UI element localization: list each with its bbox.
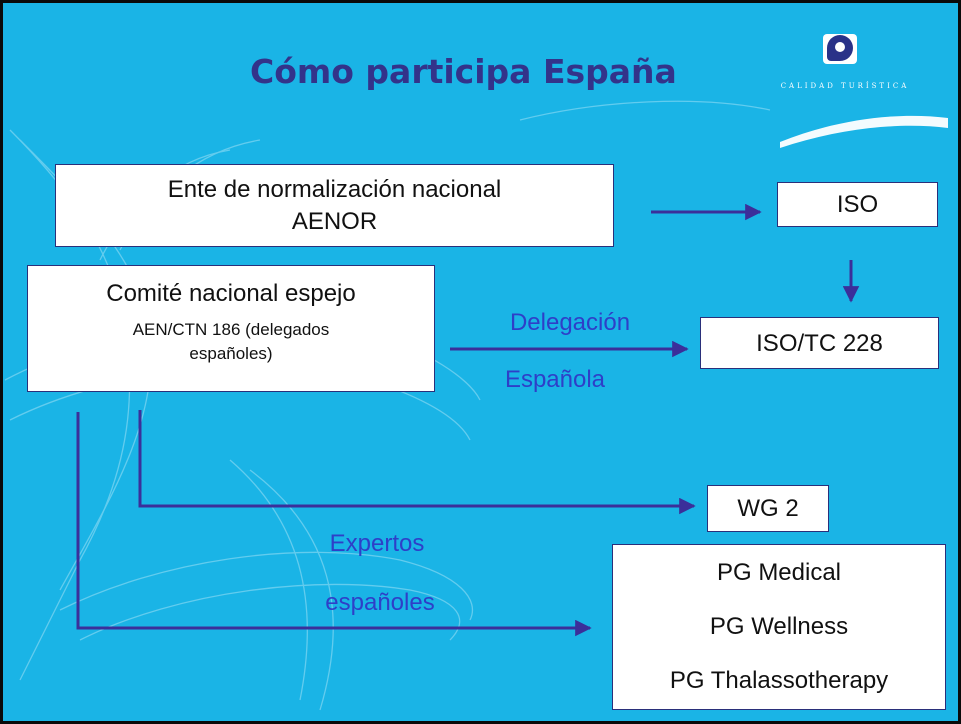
pg-item-wellness: PG Wellness [709,613,849,640]
arrow-comite-to-wg2 [138,410,696,515]
node-ente-nacional: Ente de normalización nacional AENOR [55,164,614,247]
node-iso-tc-228: ISO/TC 228 [700,317,939,369]
node-pg-groups: PG Medical PG Wellness PG Thalassotherap… [612,544,946,710]
comite-detail-line2: españoles) [189,344,273,363]
pg-item-medical: PG Medical [716,559,842,586]
edge-label-expertos-line2: españoles [325,589,435,616]
node-wg2: WG 2 [707,485,829,532]
comite-detail-line1: AEN/CTN 186 (delegados [132,320,330,339]
edge-label-expertos-line1: Expertos [329,530,425,557]
wg2-label: WG 2 [737,495,799,522]
isotc-label: ISO/TC 228 [756,330,883,357]
edge-label-delegacion-line1: Delegación [509,309,631,336]
pg-item-thalassotherapy: PG Thalassotherapy [669,667,889,694]
edge-label-delegacion-line2: Española [504,366,606,393]
ente-line1: Ente de normalización nacional [167,176,502,203]
iso-label: ISO [836,191,879,218]
node-iso: ISO [777,182,938,227]
ente-line2: AENOR [291,208,378,235]
node-comite-espejo: Comité nacional espejo AEN/CTN 186 (dele… [27,265,435,392]
comite-heading: Comité nacional espejo [106,280,356,307]
